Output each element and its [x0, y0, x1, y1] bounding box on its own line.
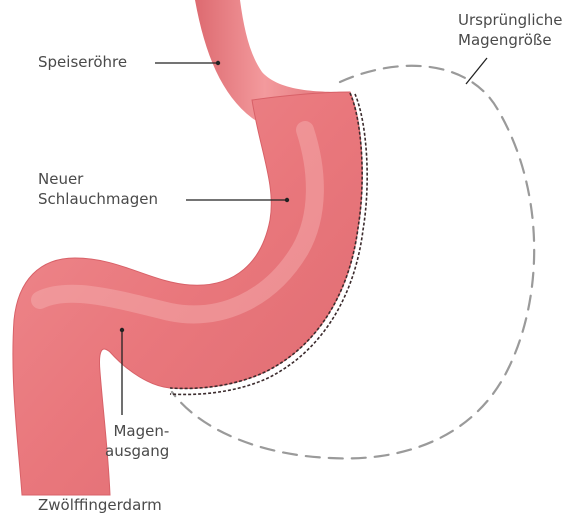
esophagus-label: Speiseröhre: [38, 52, 127, 72]
pylorus-leader-dot: [120, 328, 124, 332]
new-stomach-label: Neuer Schlauchmagen: [38, 169, 158, 209]
new-stomach-label-line2: Schlauchmagen: [38, 189, 158, 209]
duodenum-label: Zwölffingerdarm: [38, 495, 162, 515]
pylorus-label-line2: ausgang: [105, 441, 169, 461]
original-size-label-line2: Magengröße: [458, 30, 563, 50]
new-stomach-leader-dot: [285, 198, 289, 202]
esophagus-leader-dot: [216, 61, 220, 65]
original-size-label: Ursprüngliche Magengröße: [458, 10, 563, 50]
original-size-leader: [466, 58, 487, 84]
pylorus-label: Magen- ausgang: [105, 421, 169, 461]
original-size-label-line1: Ursprüngliche: [458, 10, 563, 30]
new-stomach-label-line1: Neuer: [38, 169, 158, 189]
pylorus-label-line1: Magen-: [105, 421, 169, 441]
